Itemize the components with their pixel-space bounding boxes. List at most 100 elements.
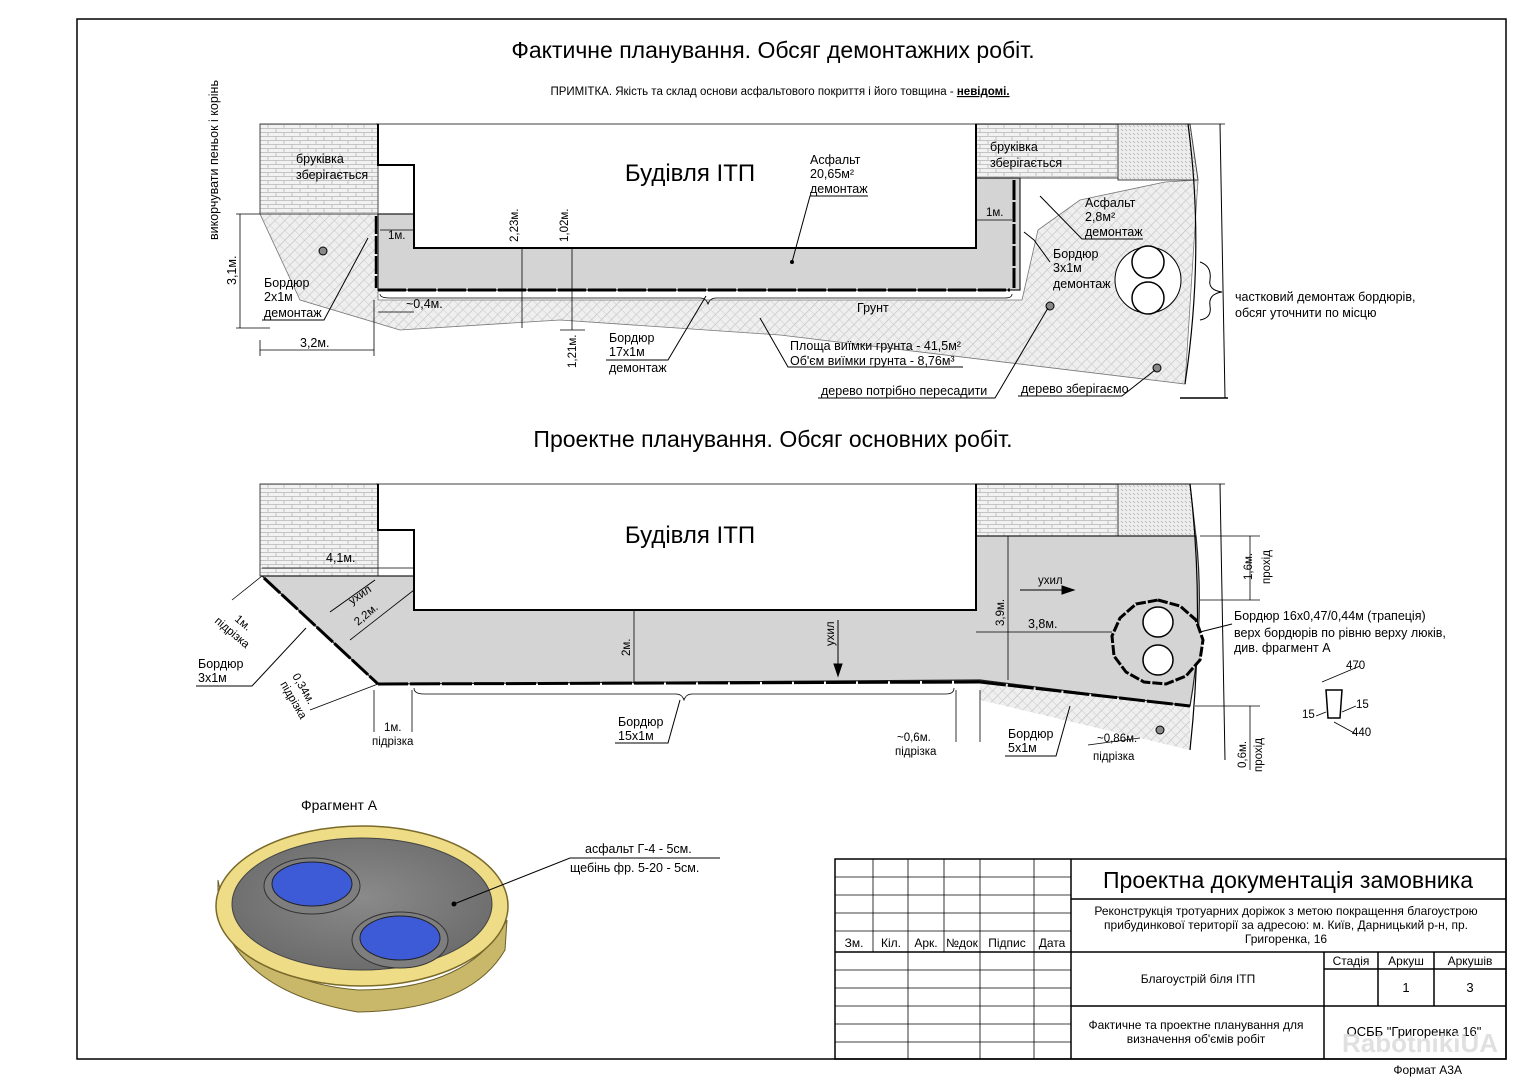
top-excavation-leader	[759, 317, 963, 368]
bottom-curb-left-1: Бордюр	[198, 657, 243, 671]
watermark: RabotnikiUA	[1342, 1028, 1498, 1058]
top-paving-right-1: бруківка	[990, 140, 1038, 154]
top-manhole-2	[1131, 281, 1165, 315]
trap-dim-470: 470	[1346, 660, 1365, 672]
bottom-building-label: Будівля ІТП	[625, 522, 755, 549]
top-curb-right-2: 3х1м	[1053, 261, 1082, 275]
tb-project-1: Реконструкція тротуарних доріжок з метою…	[1094, 904, 1477, 918]
bottom-paving-left	[259, 483, 379, 577]
top-title: Фактичне планування. Обсяг демонтажних р…	[511, 37, 1034, 63]
top-curb-left-3: демонтаж	[264, 306, 322, 320]
bottom-dim-06b: 0,6м.	[1237, 741, 1249, 768]
top-paving-left-2: зберігається	[296, 168, 368, 182]
top-paving-right-dark	[1117, 123, 1199, 181]
tb-header: Проектна документація замовника	[1103, 867, 1473, 893]
bottom-curb-right-2: 5х1м	[1008, 741, 1037, 755]
top-road-edge2	[1219, 123, 1226, 399]
fragment-leader	[453, 857, 720, 905]
bottom-title: Проектне планування. Обсяг основних робі…	[533, 426, 1012, 452]
tb-sheet-title-1: Фактичне та проектне планування для	[1089, 1018, 1304, 1032]
tb-project-2: прибудинкової території за адресою: м. К…	[1104, 918, 1468, 932]
top-dim-31: 3,1м.	[225, 256, 239, 285]
bottom-manhole-1	[1142, 606, 1174, 638]
bottom-slope-2: ухил	[825, 621, 837, 646]
top-tree-stump	[318, 246, 328, 256]
bottom-trim-4: підрізка	[895, 746, 937, 758]
tb-drawing: Благоустрій біля ІТП	[1141, 972, 1255, 986]
fragment-a: Фрагмент А асфальт Г-4 - 5см. щебінь фр.…	[215, 797, 720, 1013]
tb-project-3: Григоренка, 16	[1245, 932, 1327, 946]
fragment-title: Фрагмент А	[301, 797, 378, 813]
bottom-curb-mid-leader	[615, 699, 681, 744]
top-stump-note: викорчувати пеньок і корінь	[207, 80, 221, 240]
top-dimensions	[236, 213, 1012, 356]
top-curb-bottom-3: демонтаж	[609, 361, 667, 375]
bottom-manhole-curb	[1110, 598, 1205, 686]
top-excavation-volume: Об'єм виїмки грунта - 8,76м³	[790, 354, 955, 368]
bottom-road-line	[1219, 483, 1226, 761]
tb-sheets-h: Аркушів	[1448, 954, 1493, 968]
bottom-plan: Проектне планування. Обсяг основних робі…	[196, 426, 1446, 772]
top-asphalt-main-leader	[791, 195, 868, 263]
bottom-curb-left-2: 3х1м	[198, 671, 227, 685]
top-building	[377, 124, 977, 249]
trap-dim-15a: 15	[1302, 709, 1315, 721]
top-note: ПРИМІТКА. Якість та склад основи асфальт…	[550, 86, 1009, 98]
bottom-dim-1m: 1м.	[384, 722, 402, 734]
title-block: Зм. Кіл. Арк. №док Підпис Дата Проектна …	[834, 858, 1507, 1060]
trap-section	[1315, 665, 1361, 735]
top-curb-bottom-2: 17х1м	[609, 345, 645, 359]
top-curb-left-1: Бордюр	[264, 276, 309, 290]
tb-sheet-title-2: визначення об'ємів робіт	[1127, 1032, 1266, 1046]
bottom-dim-2: 2м.	[621, 639, 633, 657]
bottom-dimensions	[231, 535, 1260, 770]
top-asphalt-right-2: 2,8м²	[1085, 210, 1115, 224]
format-label: Формат А3А	[1393, 1063, 1462, 1077]
bottom-ground-area	[980, 680, 1190, 750]
top-asphalt-right-3: демонтаж	[1085, 225, 1143, 239]
bottom-passage-2: прохід	[1253, 738, 1265, 772]
bottom-curb-trap-leader	[1199, 623, 1233, 633]
top-dim-121: 1,21м.	[567, 335, 579, 368]
top-asphalt-main-2: 20,65м²	[810, 167, 854, 181]
bottom-curb-left-leader	[196, 627, 307, 687]
tb-col-sign: Підпис	[988, 936, 1026, 950]
tb-sheet-h: Аркуш	[1388, 954, 1424, 968]
top-dim-32: 3,2м.	[300, 336, 329, 350]
top-curb-right-1: Бордюр	[1053, 247, 1098, 261]
top-building-label: Будівля ІТП	[625, 160, 755, 187]
sheet-frame	[76, 18, 1507, 1060]
top-paving-left-1: бруківка	[296, 152, 344, 166]
bottom-passage-1: прохід	[1261, 550, 1273, 584]
bottom-trim-3: підрізка	[372, 736, 414, 748]
top-asphalt-right-leader	[1039, 195, 1143, 240]
top-asphalt-main-3: демонтаж	[810, 182, 868, 196]
bottom-curb-trap-3: див. фрагмент А	[1234, 641, 1331, 655]
top-tree-keep-leader	[1018, 369, 1156, 397]
tb-col-date: Дата	[1039, 936, 1066, 950]
top-partial-demo-2: обсяг уточнити по місцю	[1235, 306, 1376, 320]
bottom-curb-mid-2: 15х1м	[618, 729, 654, 743]
top-curb-bottom-1: Бордюр	[609, 331, 654, 345]
bottom-road-edge	[1189, 483, 1199, 751]
bottom-curb-mid-1: Бордюр	[618, 715, 663, 729]
fragment-manhole-2	[359, 915, 441, 961]
bottom-slope-arrows	[329, 579, 1076, 678]
bottom-curb-right-leader	[1005, 705, 1071, 757]
bottom-curb-left	[262, 576, 380, 686]
bottom-dim-39: 3,9м.	[995, 599, 1007, 626]
top-tree-move-label: дерево потрібно пересадити	[821, 384, 987, 398]
top-curb-right-leader	[1023, 231, 1051, 263]
bottom-curb-trap-1: Бордюр 16х0,47/0,44м (трапеція)	[1234, 609, 1426, 623]
tb-sheet: 1	[1402, 980, 1409, 995]
bottom-manhole-2	[1142, 644, 1174, 676]
bottom-curb-mid-brace	[413, 687, 955, 702]
top-plan: Фактичне планування. Обсяг демонтажних р…	[207, 37, 1415, 399]
top-asphalt-right-1: Асфальт	[1085, 196, 1136, 210]
top-curb-right-3: демонтаж	[1053, 277, 1111, 291]
top-tree-keep-label: дерево зберігаємо	[1021, 382, 1129, 396]
top-dim-1a: 1м.	[388, 230, 406, 242]
bottom-paving-right	[975, 483, 1119, 537]
tb-org: ОСББ "Григоренка 16"	[1347, 1024, 1482, 1039]
